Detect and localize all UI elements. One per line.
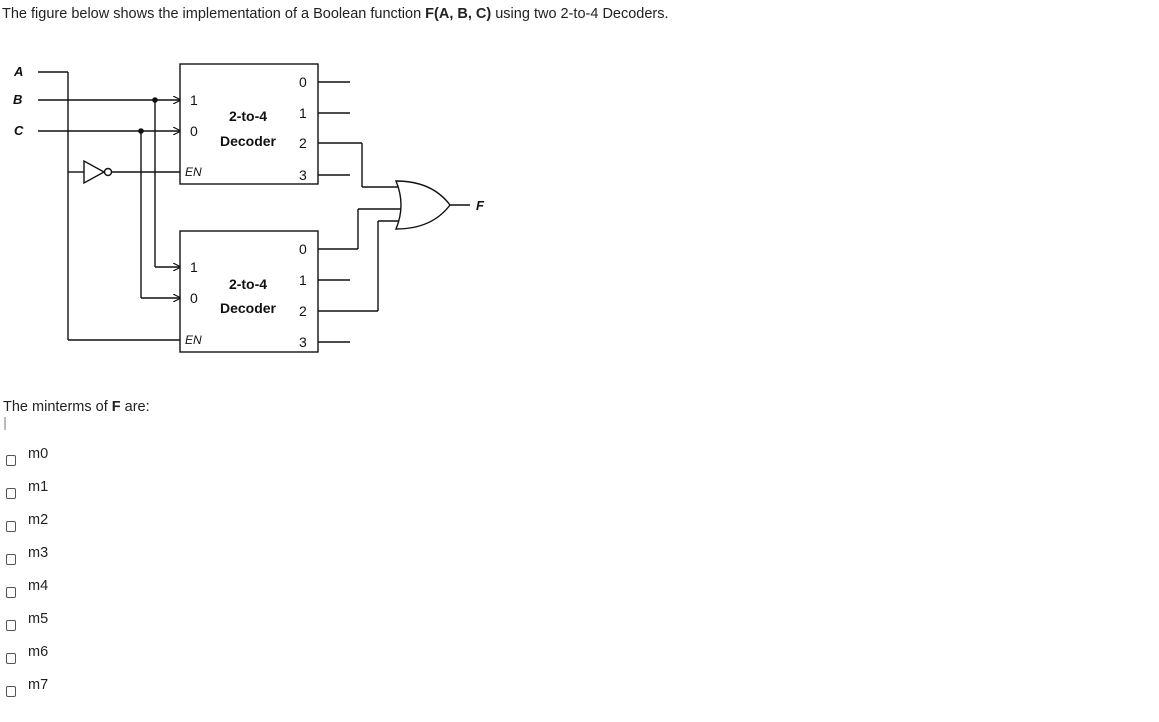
question-text: The figure below shows the implementatio… — [2, 6, 669, 22]
bottom-decoder-output-3: 3 — [299, 334, 307, 350]
checkbox-m5[interactable] — [6, 620, 16, 631]
junction-dot-b — [152, 97, 158, 103]
top-decoder-output-3: 3 — [299, 167, 307, 183]
input-label-b: B — [13, 92, 22, 107]
option-label[interactable]: m2 — [28, 512, 49, 528]
top-decoder-output-0: 0 — [299, 74, 307, 90]
question-text-after: using two 2-to-4 Decoders. — [491, 6, 669, 22]
checkbox-m0[interactable] — [6, 455, 16, 466]
minterms-prompt: The minterms of F are: — [3, 399, 150, 415]
top-decoder-output-1: 1 — [299, 105, 307, 121]
bottom-decoder-enable: EN — [185, 333, 202, 347]
prompt-bold: F — [111, 399, 121, 415]
bottom-decoder-output-0: 0 — [299, 241, 307, 257]
option-label[interactable]: m4 — [28, 578, 49, 594]
option-label[interactable]: m6 — [28, 644, 49, 660]
option-label[interactable]: m5 — [28, 611, 49, 627]
top-decoder-output-2: 2 — [299, 135, 307, 151]
option-label[interactable]: m3 — [28, 545, 49, 561]
top-decoder-enable: EN — [185, 165, 202, 179]
bottom-decoder-input-0: 0 — [190, 290, 198, 306]
function-name: F(A, B, C) — [425, 6, 492, 22]
prompt-before: The minterms of — [3, 399, 112, 415]
bottom-decoder-output-1: 1 — [299, 272, 307, 288]
bottom-decoder-output-2: 2 — [299, 303, 307, 319]
option-label[interactable]: m0 — [28, 446, 49, 462]
text-caret — [4, 417, 6, 430]
decoder-circuit-diagram: A B C F 1 0 2-to-4 Decoder EN 0 1 2 3 1 … — [13, 63, 485, 353]
prompt-after: are: — [120, 399, 150, 415]
top-decoder-input-1: 1 — [190, 92, 198, 108]
bottom-decoder-input-1: 1 — [190, 259, 198, 275]
option-label[interactable]: m1 — [28, 479, 49, 495]
output-label-f: F — [476, 198, 485, 213]
checkbox-m2[interactable] — [6, 521, 16, 532]
top-decoder-title-line2: Decoder — [220, 133, 277, 149]
input-label-c: C — [14, 123, 24, 138]
bottom-decoder-title-line2: Decoder — [220, 300, 277, 316]
checkbox-m4[interactable] — [6, 587, 16, 598]
top-decoder-input-0: 0 — [190, 123, 198, 139]
checkbox-m7[interactable] — [6, 686, 16, 697]
bottom-decoder-title-line1: 2-to-4 — [229, 276, 267, 292]
checkbox-m6[interactable] — [6, 653, 16, 664]
checkbox-m1[interactable] — [6, 488, 16, 499]
junction-dot-c — [138, 128, 144, 134]
option-label[interactable]: m7 — [28, 677, 49, 693]
input-label-a: A — [13, 64, 23, 79]
checkbox-m3[interactable] — [6, 554, 16, 565]
top-decoder-title-line1: 2-to-4 — [229, 108, 267, 124]
question-text-before: The figure below shows the implementatio… — [2, 6, 426, 22]
